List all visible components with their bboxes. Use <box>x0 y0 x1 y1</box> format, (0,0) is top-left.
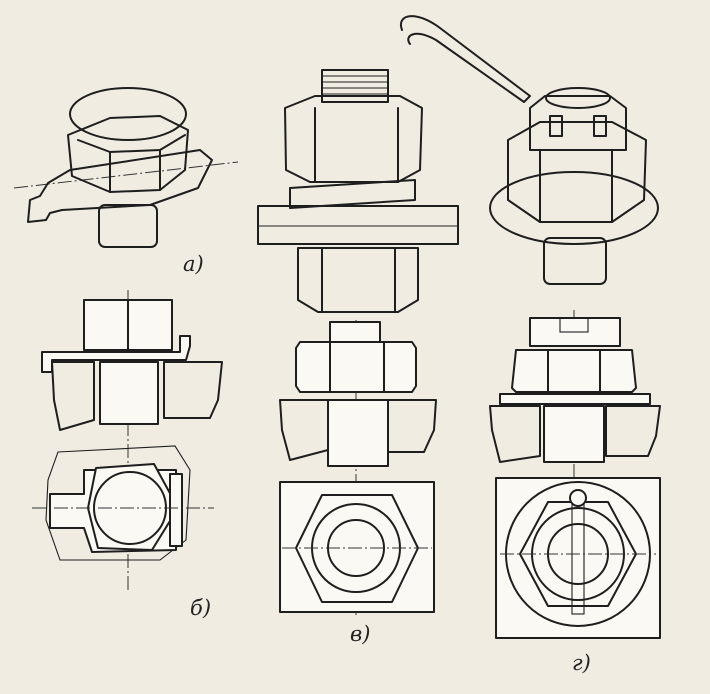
washer-tab-section <box>41 335 191 373</box>
joint-left-hatch <box>279 399 329 461</box>
double-nut-drawing <box>279 320 437 615</box>
caption-a: а) <box>183 252 204 276</box>
tab-washer-bolt-3d <box>13 87 239 248</box>
castle-nut-drawing <box>489 310 661 640</box>
caption-g: г) <box>572 651 591 675</box>
castle-nut-cotter-3d <box>399 15 659 285</box>
lock-washer <box>289 179 416 209</box>
hex-head-top <box>69 87 187 141</box>
base-right-hatch <box>163 361 223 419</box>
upper-nut-elevation <box>295 341 417 393</box>
caption-b: б) <box>190 596 212 620</box>
joint-right-hatch <box>605 405 661 457</box>
cotter-eye <box>569 489 587 507</box>
plan-outline <box>45 445 191 561</box>
caption-v: в) <box>350 622 371 646</box>
tab-washer <box>27 149 213 223</box>
lower-nut <box>297 247 419 313</box>
base-left-hatch <box>51 361 95 431</box>
shank <box>543 237 607 285</box>
thread-stud <box>321 69 389 103</box>
castle-crown <box>529 95 627 151</box>
flange-washer <box>489 171 659 245</box>
tab-washer-drawing <box>32 290 223 590</box>
upper-nut <box>284 95 423 183</box>
joint-left-hatch <box>489 405 541 463</box>
cotter-pin <box>399 15 531 103</box>
joint-right-hatch <box>387 399 437 453</box>
clamped-plate <box>257 205 459 245</box>
hex-head-sides <box>67 115 189 193</box>
double-nut-3d <box>257 69 459 313</box>
hex-nut-body <box>507 121 647 223</box>
bolt-shank <box>98 204 158 248</box>
